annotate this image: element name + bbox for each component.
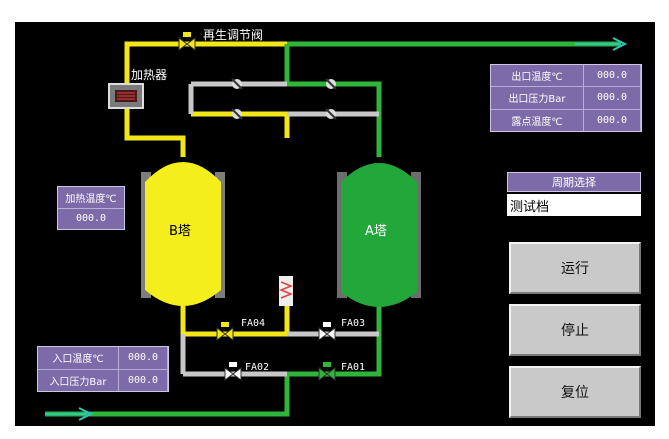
valve-fa01-icon[interactable] — [318, 362, 336, 381]
inlet-panel: 入口温度℃ 000.0 入口压力Bar 000.0 — [37, 346, 169, 392]
tower-a — [337, 163, 421, 307]
yellow-pipes — [124, 41, 290, 337]
flow-arrow-outlet — [575, 37, 628, 51]
valve-fa02-label: FA02 — [245, 362, 270, 373]
period-select[interactable]: 测试档 — [507, 194, 641, 216]
heat-temp-label: 加热温度℃ — [58, 187, 124, 208]
silencer-icon — [278, 276, 294, 306]
period-select-title: 周期选择 — [507, 172, 641, 192]
dewpoint-temp-label: 露点温度℃ — [491, 109, 583, 131]
heater-label: 加热器 — [131, 68, 168, 82]
regen-valve-icon[interactable] — [178, 32, 196, 51]
inlet-pressure-value: 000.0 — [119, 369, 167, 391]
tower-b — [141, 162, 225, 306]
heater-icon — [108, 83, 144, 109]
outlet-panel: 出口温度℃ 000.0 出口压力Bar 000.0 露点温度℃ 000.0 — [490, 64, 642, 132]
valve-fa03-icon[interactable] — [318, 322, 336, 341]
inlet-temp-value: 000.0 — [119, 347, 167, 369]
inlet-pressure-label: 入口压力Bar — [38, 369, 118, 391]
regen-valve-label: 再生调节阀 — [203, 28, 264, 42]
run-button[interactable]: 运行 — [509, 242, 641, 294]
hmi-screen: 再生调节阀 加热器 B塔 A塔 FA04 FA03 FA02 FA01 出口温度… — [15, 22, 655, 426]
valve-fa01-label: FA01 — [341, 362, 366, 373]
check-valve-icon — [231, 78, 337, 120]
heat-temp-panel: 加热温度℃ 000.0 — [57, 186, 125, 230]
flow-arrow-inlet — [45, 407, 94, 421]
tower-b-label: B塔 — [169, 224, 191, 239]
outlet-pressure-label: 出口压力Bar — [491, 87, 583, 109]
valve-fa03-label: FA03 — [341, 318, 366, 329]
inlet-temp-label: 入口温度℃ — [38, 347, 118, 369]
outlet-pressure-value: 000.0 — [584, 87, 640, 109]
stop-button[interactable]: 停止 — [509, 304, 641, 356]
valve-fa02-icon[interactable] — [224, 362, 242, 381]
process-diagram — [45, 32, 628, 421]
outlet-temp-value: 000.0 — [584, 65, 640, 87]
tower-a-label: A塔 — [365, 224, 387, 239]
valve-fa04-icon[interactable] — [216, 322, 234, 341]
heat-temp-value: 000.0 — [58, 208, 124, 229]
reset-button[interactable]: 复位 — [509, 366, 641, 418]
valve-fa04-label: FA04 — [241, 318, 266, 329]
dewpoint-temp-value: 000.0 — [584, 109, 640, 131]
outlet-temp-label: 出口温度℃ — [491, 65, 583, 87]
